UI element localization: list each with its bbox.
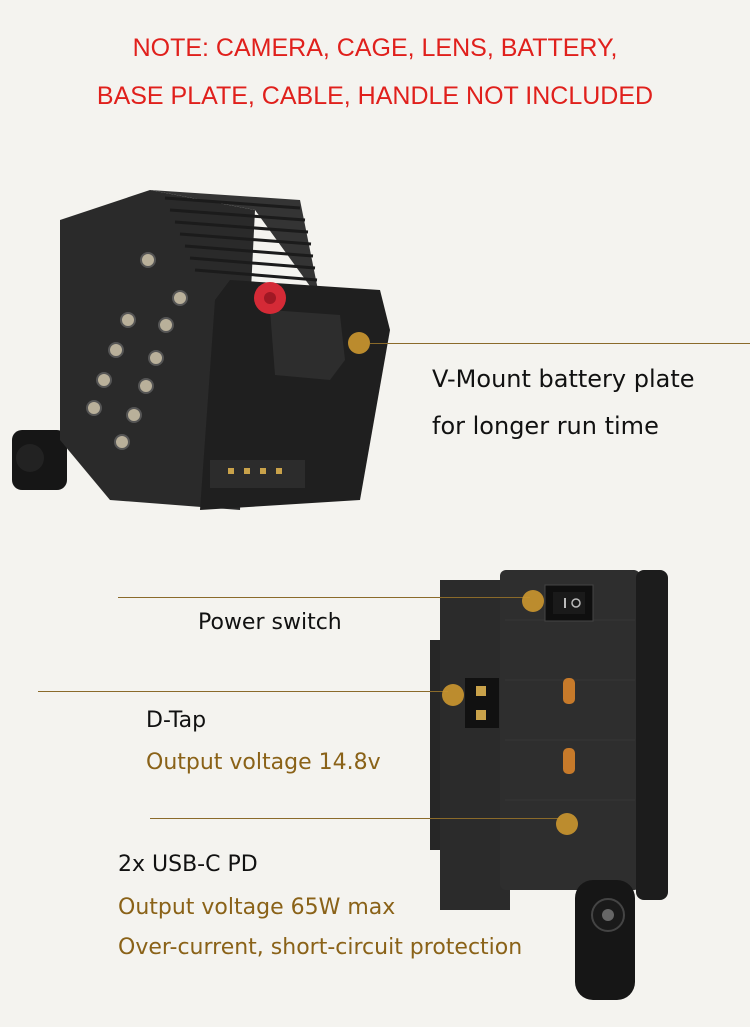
dtap-callout-dot [442,684,464,706]
vmount-label-line-2: for longer run time [432,412,659,440]
note-line-1: NOTE: CAMERA, CAGE, LENS, BATTERY, [132,34,618,62]
usbc-spec-2: Over-current, short-circuit protection [118,935,523,960]
note-line-2: BASE PLATE, CABLE, HANDLE NOT INCLUDED [96,82,654,110]
usbc-callout-dot [556,813,578,835]
vmount-label-line-1: V-Mount battery plate [432,365,695,393]
vmount-callout-dot [348,332,370,354]
power-callout-dot [522,590,544,612]
power-callout-line [118,597,530,598]
vmount-callout-line [370,343,750,344]
vmount-plate-product-image [12,190,390,510]
dtap-title: D-Tap [146,708,207,733]
power-switch-label: Power switch [198,610,342,635]
usbc-spec-1: Output voltage 65W max [118,895,396,920]
battery-plate-side-image [430,570,668,1000]
dtap-spec: Output voltage 14.8v [146,750,381,775]
dtap-callout-line [38,691,448,692]
usbc-callout-line [150,818,560,819]
usbc-title: 2x USB-C PD [118,852,258,877]
